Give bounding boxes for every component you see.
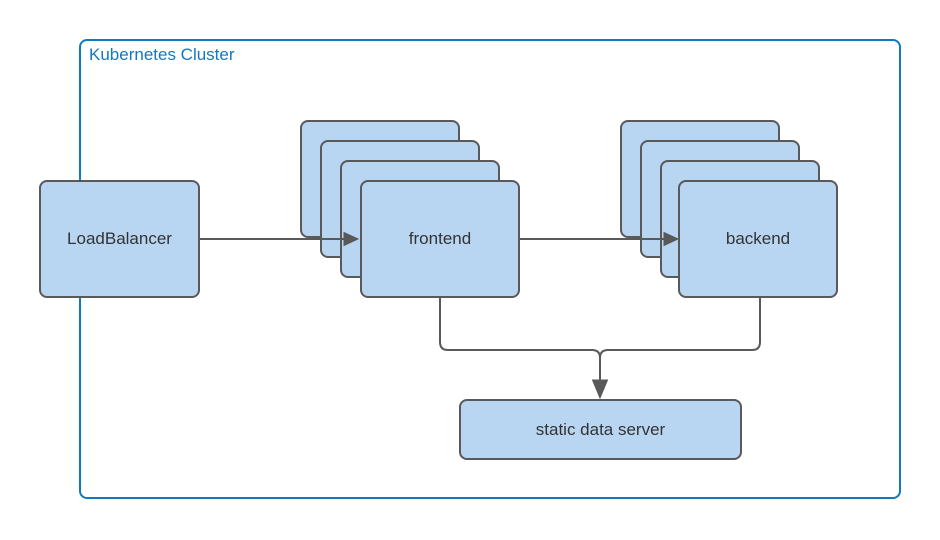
node-backend: backend: [678, 180, 838, 298]
node-static-data-server-label: static data server: [535, 419, 666, 439]
cluster-label: Kubernetes Cluster: [89, 45, 235, 64]
node-static-data-server: static data server: [459, 399, 742, 460]
node-loadbalancer-label: LoadBalancer: [67, 229, 172, 248]
node-backend-label: backend: [725, 229, 791, 248]
node-loadbalancer: LoadBalancer: [39, 180, 200, 298]
node-frontend-label: frontend: [408, 229, 472, 248]
node-frontend: frontend: [360, 180, 520, 298]
